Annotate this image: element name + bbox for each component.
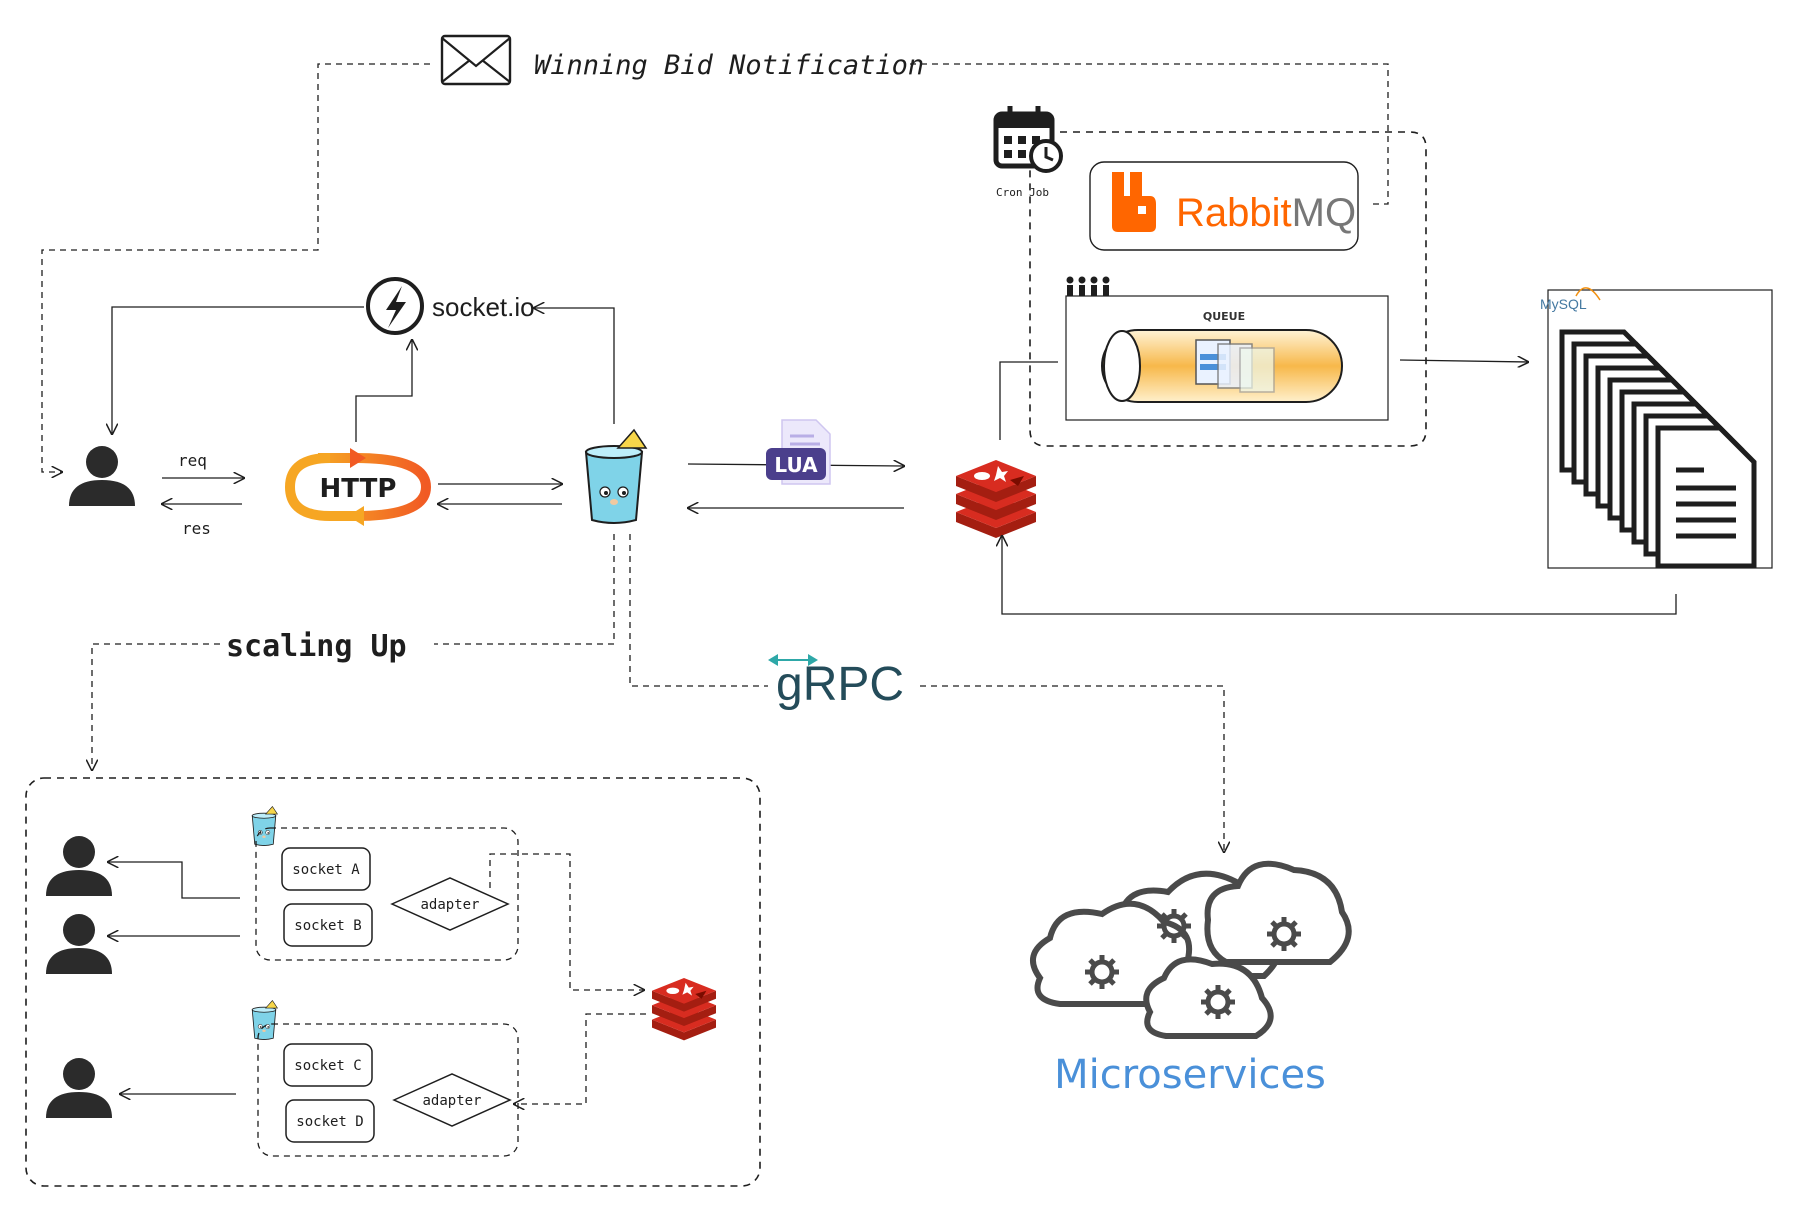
socketio-label: socket.io — [432, 292, 535, 322]
socketio-to-user-arrow — [112, 306, 364, 434]
redis-icon — [956, 460, 1036, 538]
socket-c-label: socket C — [294, 1058, 361, 1074]
redis-to-queue-line — [999, 361, 1058, 440]
http-logo: HTTP — [284, 448, 432, 526]
winning-bid-notification-label: Winning Bid Notification — [534, 50, 924, 81]
server-instance-2 — [257, 1023, 519, 1157]
queue-to-mysql-arrow — [1399, 360, 1528, 362]
redis-to-adapter-2-arrow — [514, 1013, 646, 1104]
adapter-1-to-redis-arrow — [489, 853, 644, 990]
grpc-line-left — [629, 534, 768, 687]
envelope-icon — [440, 34, 512, 86]
user-icon — [46, 1058, 112, 1118]
mysql-dolphin-icon — [1575, 287, 1601, 301]
lua-label: LUA — [774, 453, 818, 477]
socket-c-box — [283, 1043, 373, 1087]
scaling-line-right — [434, 534, 615, 645]
microservices-label: Microservices — [1054, 1052, 1326, 1098]
mysql-label: MySQL — [1540, 296, 1587, 312]
socket-a-label: socket A — [292, 862, 360, 878]
socket-a-box — [281, 847, 371, 891]
adapter-1-diamond — [390, 877, 510, 931]
socket-d-label: socket D — [296, 1114, 363, 1130]
scaling-up-label: scaling Up — [226, 629, 407, 664]
microservices-clouds-icon — [1029, 860, 1352, 1039]
socket-b-label: socket B — [294, 918, 361, 934]
redis-icon — [652, 978, 716, 1041]
rabbitmq-box — [1089, 161, 1359, 251]
http-to-socketio-arrow — [355, 340, 412, 442]
notification-line — [41, 63, 1389, 472]
queue-label: QUEUE — [1203, 310, 1245, 323]
req-label: req — [178, 451, 207, 470]
adapter-1-label: adapter — [420, 897, 479, 913]
scaling-cluster-box — [25, 777, 761, 1187]
socketio-logo: socket.io — [366, 277, 535, 335]
go-server-icon — [251, 806, 278, 846]
http-label: HTTP — [320, 474, 397, 504]
go-server-icon — [585, 429, 647, 524]
rabbitmq-logo: RabbitMQ — [1112, 172, 1356, 235]
go-server-icon — [251, 1000, 278, 1040]
adapter-2-diamond — [392, 1073, 512, 1127]
rabbitmq-label: RabbitMQ — [1176, 191, 1356, 235]
cron-job-label: Cron Job — [996, 186, 1049, 199]
mysql-to-redis-arrow — [1002, 536, 1677, 615]
socket-a-to-user-arrow — [108, 862, 240, 899]
grpc-label: gRPC — [776, 658, 904, 711]
res-label: res — [182, 519, 211, 538]
grpc-logo: gRPC — [768, 654, 904, 711]
server-instance-1 — [255, 827, 519, 961]
socket-b-box — [283, 903, 373, 947]
user-icon — [46, 836, 112, 896]
socket-d-box — [285, 1099, 375, 1143]
queue-tube — [1101, 329, 1343, 403]
people-queue-icon — [1066, 276, 1110, 305]
document-lines — [1676, 467, 1736, 539]
lua-script-icon: LUA — [766, 419, 831, 485]
grpc-line-right — [920, 685, 1224, 852]
user-icon — [46, 914, 112, 974]
user-icon — [69, 446, 135, 506]
calendar-clock-icon — [993, 106, 1063, 173]
scaling-line-left — [92, 643, 220, 770]
adapter-2-label: adapter — [422, 1093, 481, 1109]
server-to-socketio-arrow — [534, 308, 615, 424]
